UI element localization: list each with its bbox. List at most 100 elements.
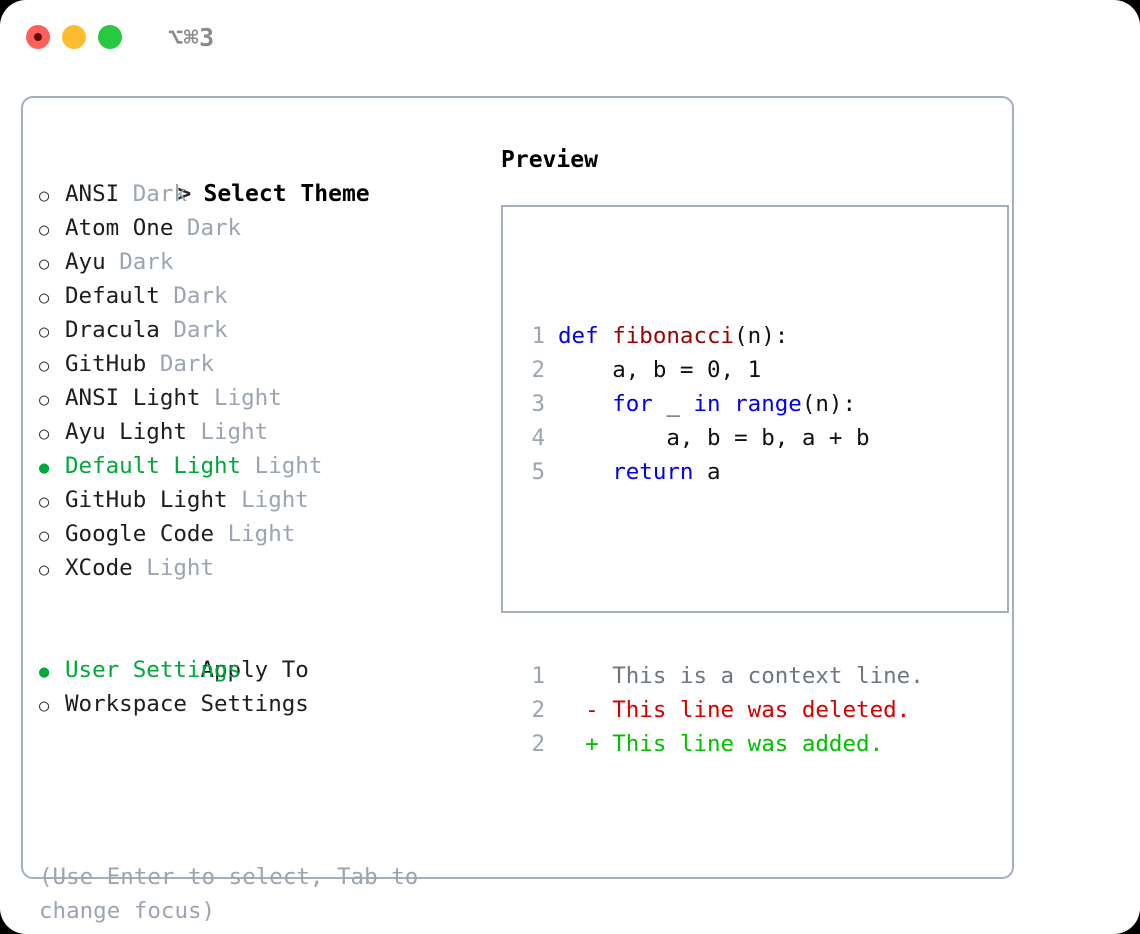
preview-column: Preview — [501, 143, 1001, 177]
theme-variant-badge: Light — [146, 555, 215, 581]
theme-variant-badge: Light — [254, 453, 323, 479]
code-token: fibonacci — [612, 323, 735, 349]
code-indent — [558, 391, 612, 417]
code-token: for — [612, 391, 667, 417]
preview-title: Preview — [501, 147, 598, 173]
list-spacer — [39, 585, 489, 619]
theme-name: GitHub Light — [65, 487, 242, 513]
theme-list-column: Select Theme ANSI DarkAtom One DarkAyu D… — [39, 143, 489, 721]
theme-variant-badge: Light — [200, 419, 269, 445]
code-line: 2 a, b = 0, 1 — [519, 353, 924, 387]
theme-list-item[interactable]: ANSI Dark — [39, 177, 489, 211]
theme-picker-panel: Select Theme ANSI DarkAtom One DarkAyu D… — [21, 96, 1014, 924]
theme-list-item[interactable]: Dracula Dark — [39, 313, 489, 347]
diff-text: This line was deleted. — [612, 697, 911, 723]
line-number: 5 — [531, 459, 545, 485]
theme-list-item[interactable]: Ayu Dark — [39, 245, 489, 279]
theme-variant-badge: Light — [241, 487, 309, 513]
radio-unselected-icon — [39, 517, 65, 553]
theme-variant-badge: Dark — [173, 317, 228, 343]
theme-variant-badge: Dark — [159, 351, 215, 377]
code-line: 3 for _ in range(n): — [519, 387, 924, 421]
theme-list-item[interactable]: ANSI Light Light — [39, 381, 489, 415]
maximize-window-button[interactable] — [98, 25, 122, 49]
code-token: range — [734, 391, 802, 417]
close-window-button[interactable] — [26, 25, 50, 49]
theme-name: Ayu Light — [65, 419, 201, 445]
traffic-lights — [26, 25, 122, 49]
theme-name: Google Code — [65, 521, 228, 547]
apply-to-list: User SettingsWorkspace Settings — [39, 653, 489, 721]
minimize-window-button[interactable] — [62, 25, 86, 49]
code-token: return — [612, 459, 708, 485]
theme-list: ANSI DarkAtom One DarkAyu DarkDefault Da… — [39, 177, 489, 585]
title-bar: ⌥⌘3 — [0, 0, 1140, 78]
diff-text: This is a context line. — [612, 663, 924, 689]
code-token: (n): — [734, 323, 789, 349]
code-line: 4 a, b = b, a + b — [519, 421, 924, 455]
code-line: 5 return a — [519, 455, 924, 489]
keyboard-hint-text: (Use Enter to select, Tab to change focu… — [39, 864, 419, 924]
code-indent — [558, 459, 612, 485]
diff-text: This line was added. — [612, 731, 884, 757]
theme-list-item[interactable]: Ayu Light Light — [39, 415, 489, 449]
theme-list-item[interactable]: Atom One Dark — [39, 211, 489, 245]
radio-selected-icon — [39, 449, 65, 485]
apply-to-title: Apply To — [39, 619, 489, 683]
line-number: 2 — [531, 731, 545, 757]
code-indent — [558, 357, 612, 383]
line-number: 4 — [531, 425, 545, 451]
radio-unselected-icon — [39, 177, 65, 213]
radio-unselected-icon — [39, 347, 65, 383]
theme-list-item[interactable]: Default Dark — [39, 279, 489, 313]
code-token: a, b = b, a + b — [666, 425, 870, 451]
theme-list-item[interactable]: GitHub Dark — [39, 347, 489, 381]
theme-list-item[interactable]: XCode Light — [39, 551, 489, 585]
apply-to-item[interactable]: User Settings — [39, 653, 489, 687]
code-token: (n): — [801, 391, 857, 417]
radio-unselected-icon — [39, 415, 65, 451]
theme-variant-badge: Dark — [119, 249, 174, 275]
theme-list-title: Select Theme — [39, 143, 489, 207]
theme-name: Atom One — [65, 215, 187, 241]
theme-list-item[interactable]: Default Light Light — [39, 449, 489, 483]
code-token: in — [693, 391, 735, 417]
theme-variant-badge: Dark — [173, 283, 228, 309]
theme-list-item[interactable]: Google Code Light — [39, 517, 489, 551]
keyboard-shortcut-label: ⌥⌘3 — [168, 23, 215, 52]
radio-unselected-icon — [39, 245, 65, 281]
apply-to-item[interactable]: Workspace Settings — [39, 687, 489, 721]
diff-sample: 1 This is a context line.2 - This line w… — [519, 659, 924, 761]
diff-line: 2 + This line was added. — [519, 727, 924, 761]
radio-unselected-icon — [39, 483, 65, 519]
code-token: a, b = 0, 1 — [612, 357, 762, 383]
radio-unselected-icon — [39, 687, 65, 723]
code-indent — [558, 425, 666, 451]
line-number: 2 — [531, 357, 545, 383]
code-token: def — [558, 323, 613, 349]
diff-sign — [558, 663, 612, 689]
apply-to-name: Workspace Settings — [65, 691, 309, 717]
apply-to-label: Apply To — [200, 657, 309, 683]
theme-name: ANSI Light — [65, 385, 215, 411]
theme-list-item[interactable]: GitHub Light Light — [39, 483, 489, 517]
diff-line: 2 - This line was deleted. — [519, 693, 924, 727]
page-title: Select Theme — [203, 181, 370, 207]
radio-unselected-icon — [39, 279, 65, 315]
code-token: a — [707, 459, 721, 485]
theme-variant-badge: Dark — [132, 181, 187, 207]
theme-name: XCode — [65, 555, 147, 581]
code-token: _ — [666, 391, 694, 417]
diff-line: 1 This is a context line. — [519, 659, 924, 693]
line-number: 1 — [531, 663, 545, 689]
theme-name: GitHub — [65, 351, 160, 377]
diff-sign: + — [558, 731, 613, 757]
code-blank-line — [519, 557, 924, 591]
theme-name: Dracula — [65, 317, 174, 343]
line-number: 2 — [531, 697, 545, 723]
